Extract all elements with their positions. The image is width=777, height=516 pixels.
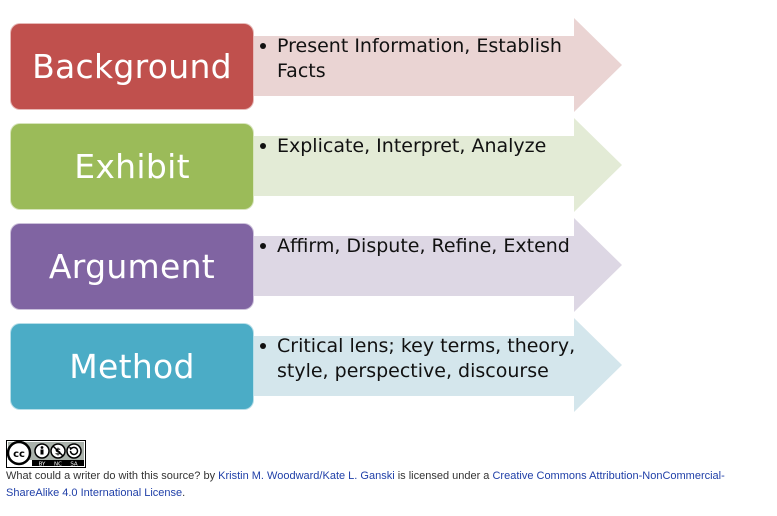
row-arrow [250,18,622,112]
license-footer: cc $ BY NC SA What could a writer do wit… [6,440,766,499]
bullet-item: Affirm, Dispute, Refine, Extend [258,234,578,259]
row-title-box: Method [10,323,254,410]
row-arrow [250,118,622,212]
diagram-row-argument: Argument Affirm, Dispute, Refine, Extend [0,218,777,313]
diagram-row-exhibit: Exhibit Explicate, Interpret, Analyze [0,118,777,213]
attribution-end: . [182,487,186,499]
license-link[interactable]: Creative Commons Attribution-NonCommerci… [6,470,725,499]
row-title: Method [69,347,195,386]
arrow-shape [250,118,622,212]
licensed-text: is licensed under a [394,470,493,482]
arrow-shape [250,218,622,312]
bullet-item: Present Information, Establish Facts [258,34,578,84]
svg-text:cc: cc [13,449,25,460]
attribution-text: What could a writer do with this source?… [6,468,766,502]
row-title-box: Background [10,23,254,110]
row-bullet-list: Explicate, Interpret, Analyze [258,134,578,159]
bullet-item: Explicate, Interpret, Analyze [258,134,578,159]
row-title-box: Exhibit [10,123,254,210]
sa-icon [66,443,82,459]
cc-icon [6,440,32,466]
row-arrow [250,218,622,312]
diagram-row-method: Method Critical lens; key terms, theory,… [0,318,777,413]
by-word: by [200,470,219,482]
bullet-item: Critical lens; key terms, theory, style,… [258,334,578,384]
row-bullet-list: Present Information, Establish Facts [258,34,578,84]
row-arrow [250,318,622,412]
svg-text:$: $ [55,448,61,458]
cc-license-badge[interactable]: cc $ BY NC SA [6,440,86,468]
badge-label-sa: SA [70,462,78,468]
authors-link[interactable]: Kristin M. Woodward/Kate L. Ganski [218,470,395,482]
row-bullet-list: Affirm, Dispute, Refine, Extend [258,234,578,259]
arrow-shape [250,18,622,112]
work-title: What could a writer do with this source? [6,470,201,482]
row-title: Argument [48,247,216,286]
badge-label-by: BY [39,462,46,468]
row-title: Exhibit [74,147,190,186]
row-bullet-list: Critical lens; key terms, theory, style,… [258,334,578,384]
row-title-box: Argument [10,223,254,310]
arrow-shape [250,318,622,412]
diagram-row-background: Background Present Information, Establis… [0,18,777,113]
row-title: Background [32,47,232,86]
badge-label-nc: NC [54,462,62,468]
